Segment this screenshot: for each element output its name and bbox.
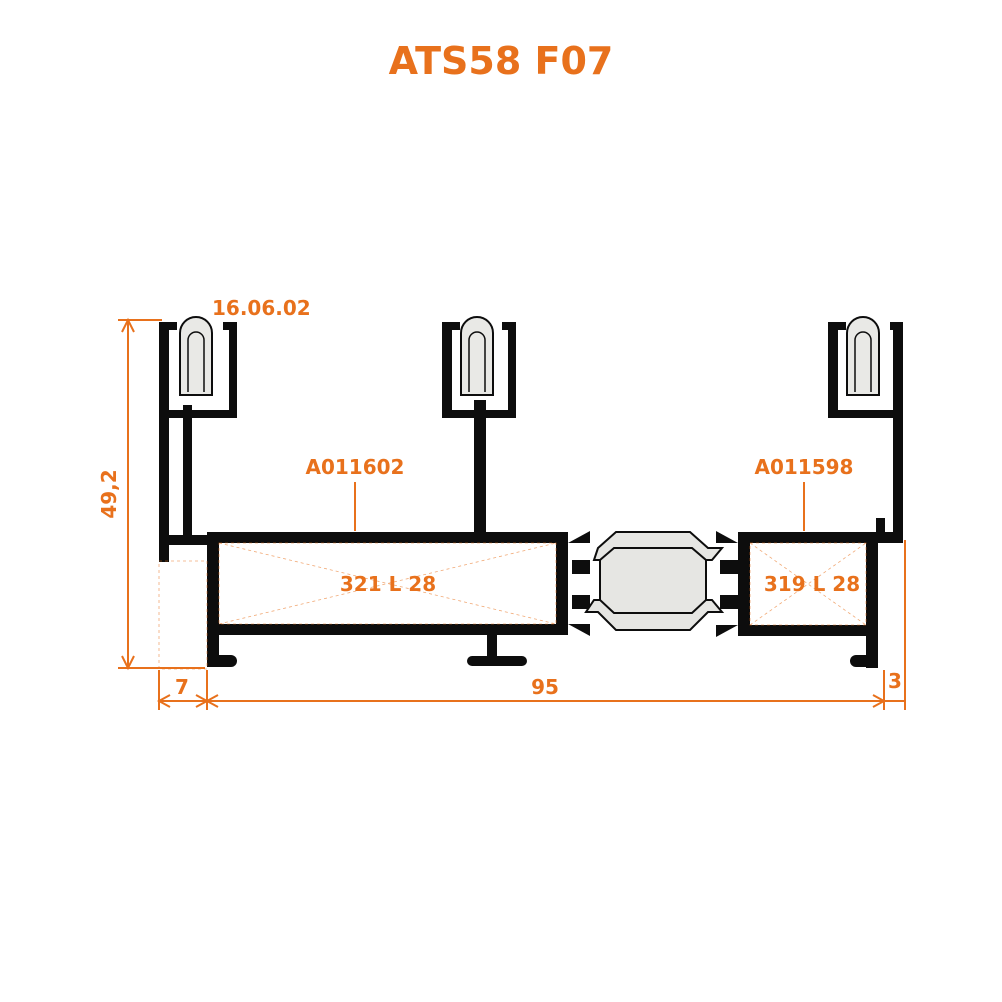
- dimension-left-offset: 7: [175, 675, 189, 699]
- insulation-bar-right: 319 L 28: [764, 572, 860, 596]
- chamber-hatch: [158, 542, 867, 670]
- drawing-title: ATS58 F07: [389, 39, 614, 83]
- dimension-height: 49,2: [97, 469, 121, 518]
- dimension-right-offset: 3: [888, 669, 902, 693]
- profile-code-left: A011602: [306, 455, 405, 479]
- gasket-middle: [460, 316, 494, 396]
- gasket-left: [179, 316, 213, 396]
- profile-code-right: A011598: [755, 455, 854, 479]
- gaskets: [179, 316, 880, 396]
- gasket-code-label: 16.06.02: [212, 296, 311, 320]
- insulation-bar-left: 321 L 28: [340, 572, 436, 596]
- gasket-housings: [159, 322, 903, 418]
- gasket-right: [846, 316, 880, 396]
- dimension-lines: [118, 317, 906, 710]
- aluminium-profile: [159, 322, 903, 668]
- dimension-width: 95: [531, 675, 559, 699]
